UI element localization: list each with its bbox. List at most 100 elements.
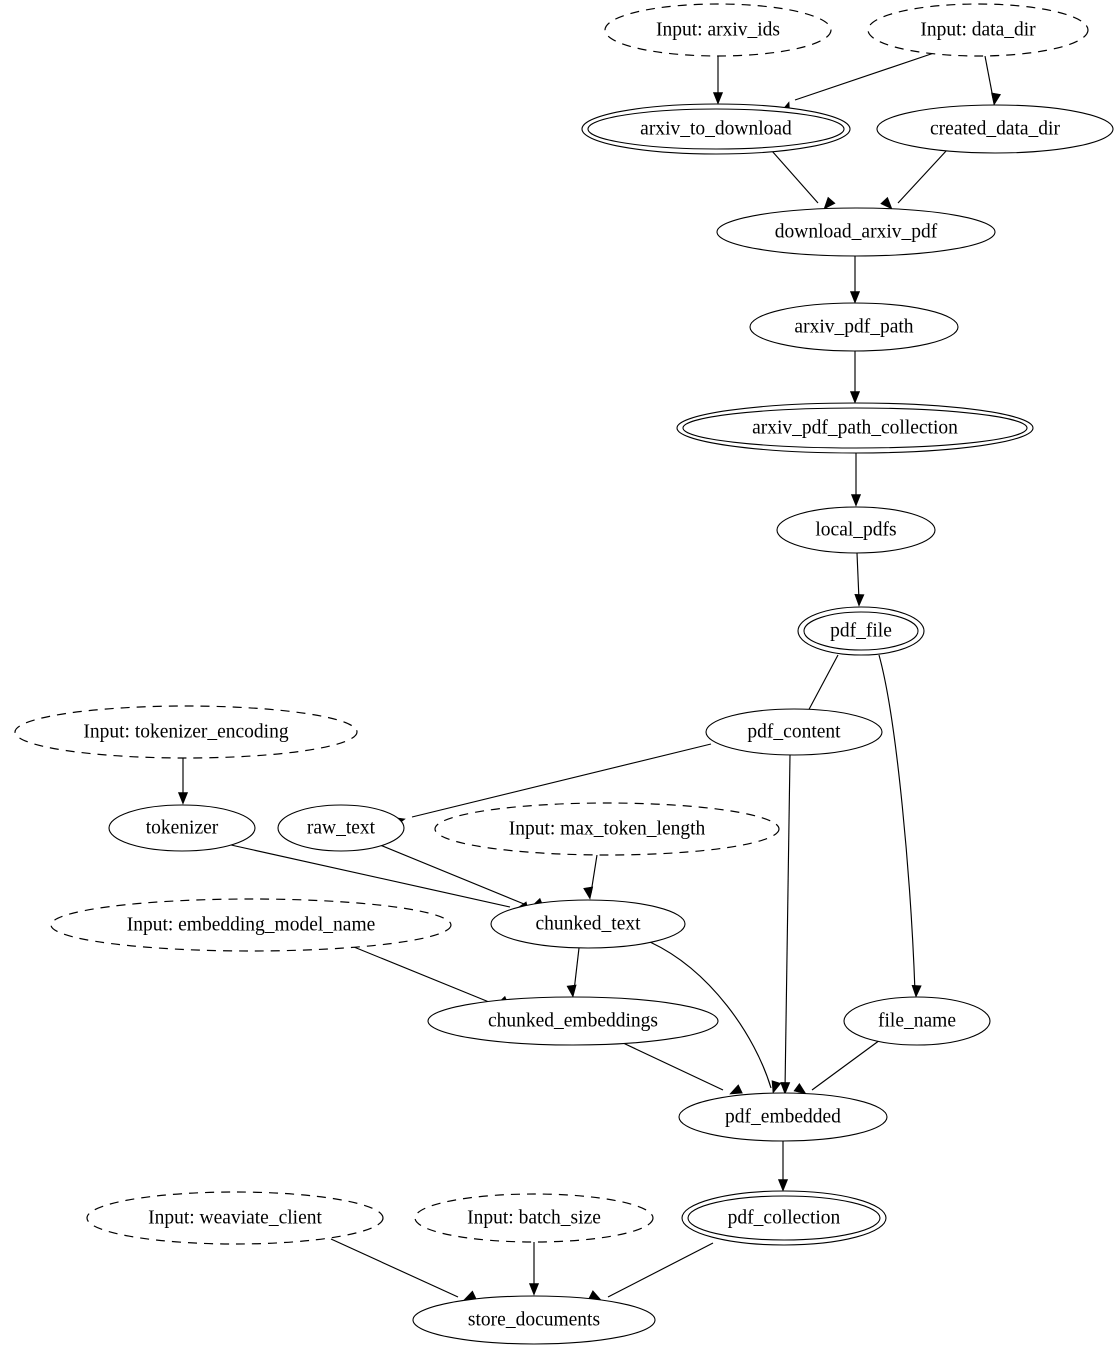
edge-line — [348, 944, 490, 1003]
edge-line — [607, 1242, 714, 1298]
node-file_name[interactable]: file_name — [843, 996, 991, 1046]
node-shape — [414, 1193, 654, 1243]
node-pdf_embedded[interactable]: pdf_embedded — [678, 1092, 888, 1142]
edge-chunked_text-to-chunked_embeddings — [566, 947, 580, 998]
edge-input_tokenizer_encoding-to-tokenizer — [177, 758, 189, 805]
node-shape — [490, 899, 686, 949]
node-shape-inner — [682, 407, 1028, 449]
node-pdf_content[interactable]: pdf_content — [705, 708, 883, 756]
node-shape — [876, 104, 1114, 154]
node-download_arxiv_pdf[interactable]: download_arxiv_pdf — [716, 207, 996, 257]
edge-line — [856, 552, 860, 601]
edge-chunked_text-to-pdf_embedded — [649, 941, 782, 1094]
arrowhead-icon — [729, 1084, 743, 1095]
node-shape-inner — [587, 108, 845, 150]
node-arxiv_pdf_path_collection[interactable]: arxiv_pdf_path_collection — [676, 402, 1034, 454]
arrowhead-icon — [777, 1179, 789, 1192]
edge-input_max_token_length-to-chunked_text — [583, 854, 598, 900]
edge-line — [784, 754, 791, 1091]
node-input_max_token_length[interactable]: Input: max_token_length — [434, 802, 780, 856]
arrowhead-icon — [712, 92, 724, 105]
node-shape — [108, 804, 256, 852]
edge-line — [411, 743, 712, 818]
arrowhead-icon — [528, 1283, 540, 1296]
edge-pdf_embedded-to-pdf_collection — [777, 1141, 789, 1192]
node-shape — [604, 3, 832, 57]
node-shape — [14, 705, 358, 759]
edge-line — [573, 947, 580, 992]
edge-line — [379, 844, 525, 905]
edge-raw_text-to-chunked_text — [379, 844, 544, 908]
edge-local_pdfs-to-pdf_file — [854, 552, 865, 607]
node-chunked_embeddings[interactable]: chunked_embeddings — [427, 996, 719, 1046]
edge-input_weaviate_client-to-store_documents — [330, 1238, 477, 1301]
node-input_data_dir[interactable]: Input: data_dir — [867, 3, 1089, 57]
arrowhead-icon — [177, 792, 189, 805]
node-shape-inner — [687, 1195, 881, 1241]
edge-input_batch_size-to-store_documents — [528, 1242, 540, 1296]
node-pdf_collection[interactable]: pdf_collection — [681, 1190, 887, 1246]
arrowhead-icon — [880, 196, 893, 210]
arrowhead-icon — [991, 92, 1002, 106]
node-input_embedding_model_name[interactable]: Input: embedding_model_name — [50, 898, 452, 952]
node-arxiv_pdf_path[interactable]: arxiv_pdf_path — [749, 302, 959, 352]
node-shape — [716, 207, 996, 257]
node-shape — [843, 996, 991, 1046]
node-shape — [50, 898, 452, 952]
node-shape-inner — [803, 611, 919, 651]
edge-line — [230, 844, 511, 908]
node-shape — [412, 1295, 656, 1345]
edge-line — [620, 1041, 724, 1091]
arrowhead-icon — [771, 1080, 782, 1094]
node-input_tokenizer_encoding[interactable]: Input: tokenizer_encoding — [14, 705, 358, 759]
node-input_batch_size[interactable]: Input: batch_size — [414, 1193, 654, 1243]
edge-line — [811, 1039, 881, 1091]
arrowhead-icon — [780, 1082, 791, 1095]
arrowhead-icon — [566, 984, 577, 998]
node-local_pdfs[interactable]: local_pdfs — [776, 506, 936, 554]
edge-line — [805, 654, 839, 716]
node-shape — [678, 1092, 888, 1142]
node-created_data_dir[interactable]: created_data_dir — [876, 104, 1114, 154]
node-arxiv_to_download[interactable]: arxiv_to_download — [581, 103, 851, 155]
edge-arxiv_pdf_path_collection-to-local_pdfs — [850, 453, 862, 507]
arrowhead-icon — [849, 291, 861, 304]
edge-line — [330, 1238, 459, 1298]
arrowhead-icon — [849, 391, 861, 404]
node-input_arxiv_ids[interactable]: Input: arxiv_ids — [604, 3, 832, 57]
arrowhead-icon — [583, 886, 594, 900]
node-shape — [705, 708, 883, 756]
edge-input_data_dir-to-created_data_dir — [984, 55, 1002, 106]
node-input_weaviate_client[interactable]: Input: weaviate_client — [86, 1191, 384, 1245]
edge-line — [771, 150, 819, 204]
edge-pdf_file-to-file_name — [878, 654, 922, 998]
arrowhead-icon — [850, 494, 862, 507]
edge-line — [897, 149, 948, 204]
edge-input_data_dir-to-arxiv_to_download — [780, 52, 935, 115]
node-shape — [427, 996, 719, 1046]
arrowhead-icon — [911, 984, 922, 998]
node-shape — [86, 1191, 384, 1245]
edge-created_data_dir-to-download_arxiv_pdf — [880, 149, 948, 210]
node-shape — [867, 3, 1089, 57]
edge-arxiv_pdf_path-to-arxiv_pdf_path_collection — [849, 351, 861, 404]
edge-arxiv_to_download-to-download_arxiv_pdf — [771, 150, 836, 210]
edge-chunked_embeddings-to-pdf_embedded — [620, 1041, 743, 1095]
node-pdf_file[interactable]: pdf_file — [797, 606, 925, 656]
arrowhead-icon — [793, 1082, 807, 1095]
node-shape — [434, 802, 780, 856]
edge-line — [878, 654, 916, 993]
node-store_documents[interactable]: store_documents — [412, 1295, 656, 1345]
edge-input_arxiv_ids-to-arxiv_to_download — [712, 56, 724, 105]
arrowhead-icon — [854, 594, 865, 607]
edge-file_name-to-pdf_embedded — [793, 1039, 881, 1095]
node-chunked_text[interactable]: chunked_text — [490, 899, 686, 949]
edge-download_arxiv_pdf-to-arxiv_pdf_path — [849, 256, 861, 304]
edge-line — [794, 52, 935, 101]
node-tokenizer[interactable]: tokenizer — [108, 804, 256, 852]
edge-line — [590, 854, 598, 894]
node-raw_text[interactable]: raw_text — [277, 804, 405, 852]
nodes-layer: Input: arxiv_ids Input: data_dir arxiv_to_… — [14, 3, 1114, 1345]
